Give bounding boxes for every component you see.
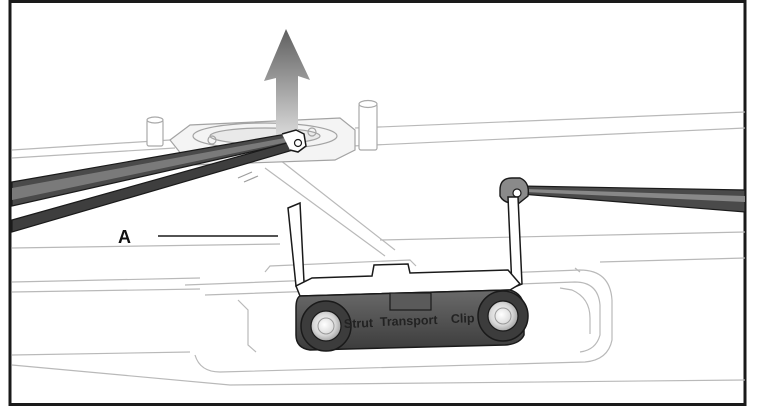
clip-label-clip: Clip: [451, 311, 475, 326]
clip-window: [389, 292, 432, 311]
clip-label-transport: Transport: [380, 313, 439, 329]
up-arrow-icon: [264, 29, 310, 152]
right-strut: [499, 177, 746, 213]
platform-background: [11, 111, 746, 386]
platform-posts: [146, 99, 378, 151]
left-strut: [11, 129, 307, 233]
callout-letter: A: [118, 227, 131, 247]
clip-label-strut: Strut: [344, 316, 374, 331]
strut-transport-clip: Strut Transport Clip: [287, 196, 529, 352]
